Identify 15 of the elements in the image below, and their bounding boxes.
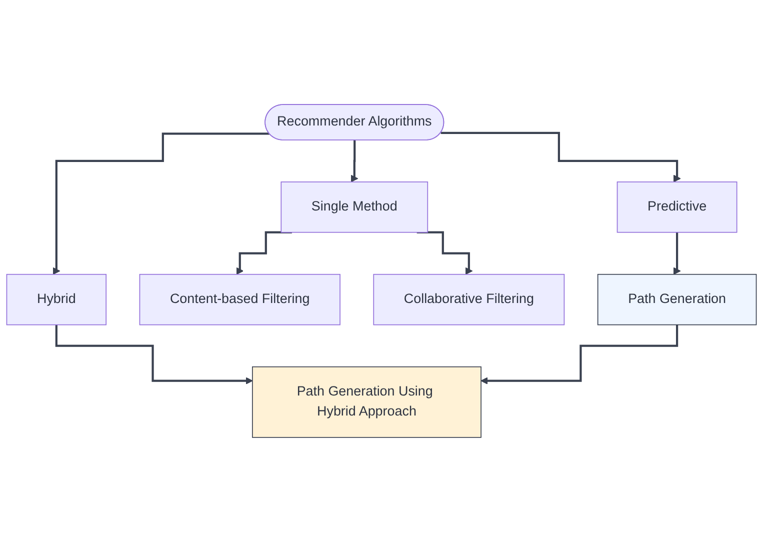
node-box: Path Generation <box>597 274 757 326</box>
arrow <box>440 132 681 182</box>
node-box: Collaborative Filtering <box>373 274 565 326</box>
arrow <box>52 132 270 275</box>
node-box: Predictive <box>616 182 738 233</box>
arrow <box>416 231 473 275</box>
arrow <box>480 324 678 384</box>
node-box: Hybrid <box>6 274 107 326</box>
arrow <box>236 231 292 275</box>
arrow <box>55 324 253 384</box>
node-box: Content-based Filtering <box>139 274 340 326</box>
arrow <box>350 139 358 182</box>
node-box: Path Generation Using Hybrid Approach <box>252 366 482 438</box>
node-box: Single Method <box>280 182 428 233</box>
arrow <box>673 231 681 275</box>
